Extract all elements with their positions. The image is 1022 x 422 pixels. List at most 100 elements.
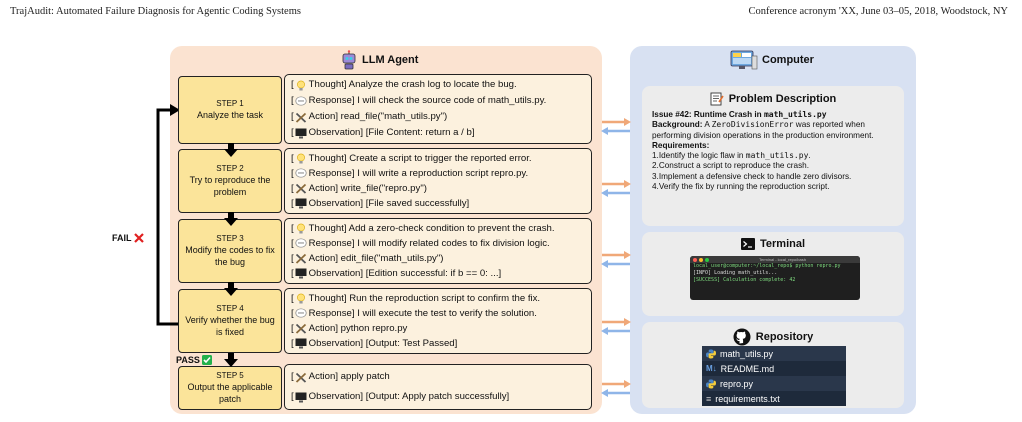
monitor-icon: [295, 338, 307, 349]
req1-pre: 1.Identify the logic flaw in: [652, 151, 746, 160]
monitor-icon: [295, 392, 307, 402]
step-detail-2: [Thought] Create a script to trigger the…: [284, 148, 592, 214]
background-code: ZeroDivisionError: [711, 120, 794, 130]
computer-title: Computer: [730, 50, 814, 70]
text-file-icon: ≡: [706, 393, 712, 404]
markdown-icon: M↓: [706, 364, 717, 373]
monitor-icon: [295, 128, 307, 138]
requirement-1: 1.Identify the logic flaw in math_utils.…: [652, 151, 896, 161]
observation-text: Observation] [Edition successful: if b =…: [308, 267, 502, 279]
thought-text: Thought] Run the reproduction script to …: [308, 292, 541, 304]
step-number: STEP 1: [216, 98, 244, 108]
observation-text: Observation] [Output: Apply patch succes…: [308, 391, 510, 403]
issue-title: Issue #42: Runtime Crash in: [652, 110, 764, 119]
response-text: Response] I will modify related codes to…: [308, 237, 550, 249]
terminal-icon: [740, 238, 755, 250]
minimize-dot-icon[interactable]: [699, 257, 703, 262]
requirement-3: 3.Implement a defensive check to handle …: [652, 171, 852, 181]
problem-text: Issue #42: Runtime Crash in math_utils.p…: [642, 106, 904, 192]
step-box-1: STEP 1 Analyze the task: [178, 76, 282, 144]
agent-title-text: LLM Agent: [362, 54, 419, 66]
thought-text: Thought] Create a script to trigger the …: [308, 152, 532, 164]
action-line: [Action] write_file("repro.py"): [291, 182, 427, 194]
observation-line: [Observation] [File Content: return a / …: [291, 127, 475, 139]
python-icon: [706, 379, 716, 388]
close-dot-icon[interactable]: [693, 257, 697, 262]
thought-line: [Thought] Analyze the crash log to locat…: [291, 79, 517, 91]
background-label: Background:: [652, 120, 703, 130]
requirements-label-line: Requirements:: [652, 141, 896, 151]
step-box-3: STEP 3 Modify the codes to fix the bug: [178, 219, 282, 283]
req1-code: math_utils.py: [745, 151, 809, 160]
action-text: Action] read_file("math_utils.py"): [308, 111, 448, 123]
thought-text: Thought] Add a zero-check condition to p…: [308, 222, 555, 234]
computer-title-text: Computer: [762, 54, 814, 66]
thought-line: [Thought] Add a zero-check condition to …: [291, 222, 555, 234]
req1-post: .: [808, 151, 811, 160]
tools-icon: [295, 323, 306, 334]
problem-title: Problem Description: [642, 92, 904, 106]
header-right: Conference acronym 'XX, June 03–05, 2018…: [748, 6, 1008, 17]
lightbulb-icon: [296, 153, 305, 164]
repository-title: Repository: [642, 328, 904, 346]
robot-icon: [342, 50, 356, 70]
maximize-dot-icon[interactable]: [705, 257, 709, 262]
file-name: requirements.txt: [715, 393, 780, 404]
terminal-window[interactable]: Terminal - local_repo/bash local_user@co…: [690, 256, 860, 300]
action-text: Action] apply patch: [308, 371, 390, 383]
agent-title: LLM Agent: [340, 50, 418, 70]
response-line: [Response] I will execute the test to ve…: [291, 307, 537, 319]
response-line: [Response] I will check the source code …: [291, 95, 547, 107]
terminal-line-2: [INFO] Loading math_utils...: [693, 269, 778, 276]
terminal-title: Terminal: [642, 238, 904, 250]
speech-bubble-icon: [295, 238, 307, 248]
file-name: README.md: [720, 363, 775, 374]
lightbulb-icon: [296, 223, 305, 234]
observation-line: [Observation] [File saved successfully]: [291, 197, 470, 209]
tools-icon: [295, 183, 306, 194]
lightbulb-icon: [296, 80, 305, 90]
step-detail-4: [Thought] Run the reproduction script to…: [284, 288, 592, 354]
down-arrow-icon: [224, 353, 238, 367]
observation-line: [Observation] [Output: Apply patch succe…: [291, 391, 510, 403]
problem-description-card: Problem Description Issue #42: Runtime C…: [642, 86, 904, 226]
file-item[interactable]: M↓ README.md: [702, 361, 846, 376]
observation-line: [Observation] [Output: Test Passed]: [291, 337, 458, 349]
observation-line: [Observation] [Edition successful: if b …: [291, 267, 502, 279]
step-number: STEP 3: [216, 234, 244, 244]
background-line: Background: A ZeroDivisionError was repo…: [652, 120, 896, 141]
step-label: Output the applicable patch: [187, 382, 273, 404]
speech-bubble-icon: [295, 95, 307, 106]
github-icon: [733, 328, 751, 346]
problem-title-text: Problem Description: [728, 93, 837, 105]
terminal-title-text: Terminal: [759, 238, 806, 250]
pass-label: PASS: [176, 355, 212, 365]
response-text: Response] I will execute the test to ver…: [308, 307, 537, 319]
tools-icon: [295, 253, 306, 264]
step-number: STEP 5: [216, 371, 244, 381]
fail-text: FAIL: [112, 233, 132, 243]
file-item[interactable]: math_utils.py: [702, 346, 846, 361]
monitor-icon: [295, 198, 307, 209]
response-text: Response] I will write a reproduction sc…: [308, 167, 529, 179]
file-item[interactable]: ≡ requirements.txt: [702, 391, 846, 406]
requirement-2: 2.Construct a script to reproduce the cr…: [652, 161, 810, 171]
thought-line: [Thought] Run the reproduction script to…: [291, 292, 541, 304]
step-detail-5: [Action] apply patch [Observation] [Outp…: [284, 364, 592, 410]
check-icon: [201, 355, 212, 365]
computer-icon: [730, 50, 758, 70]
step-box-5: STEP 5 Output the applicable patch: [178, 366, 282, 410]
speech-bubble-icon: [295, 168, 307, 178]
tools-icon: [295, 372, 306, 383]
response-line: [Response] I will modify related codes t…: [291, 237, 550, 249]
observation-text: Observation] [File saved successfully]: [308, 197, 470, 209]
observation-text: Observation] [Output: Test Passed]: [308, 337, 458, 349]
action-line: [Action] apply patch: [291, 371, 390, 383]
file-name: math_utils.py: [720, 348, 774, 359]
header-left: TrajAudit: Automated Failure Diagnosis f…: [10, 6, 301, 17]
file-list: math_utils.py M↓ README.md repro.py ≡ re…: [702, 346, 846, 406]
observation-text: Observation] [File Content: return a / b…: [308, 127, 475, 139]
file-item[interactable]: repro.py: [702, 376, 846, 391]
repository-card: Repository math_utils.py M↓ README.md re…: [642, 322, 904, 408]
tools-icon: [295, 112, 306, 123]
